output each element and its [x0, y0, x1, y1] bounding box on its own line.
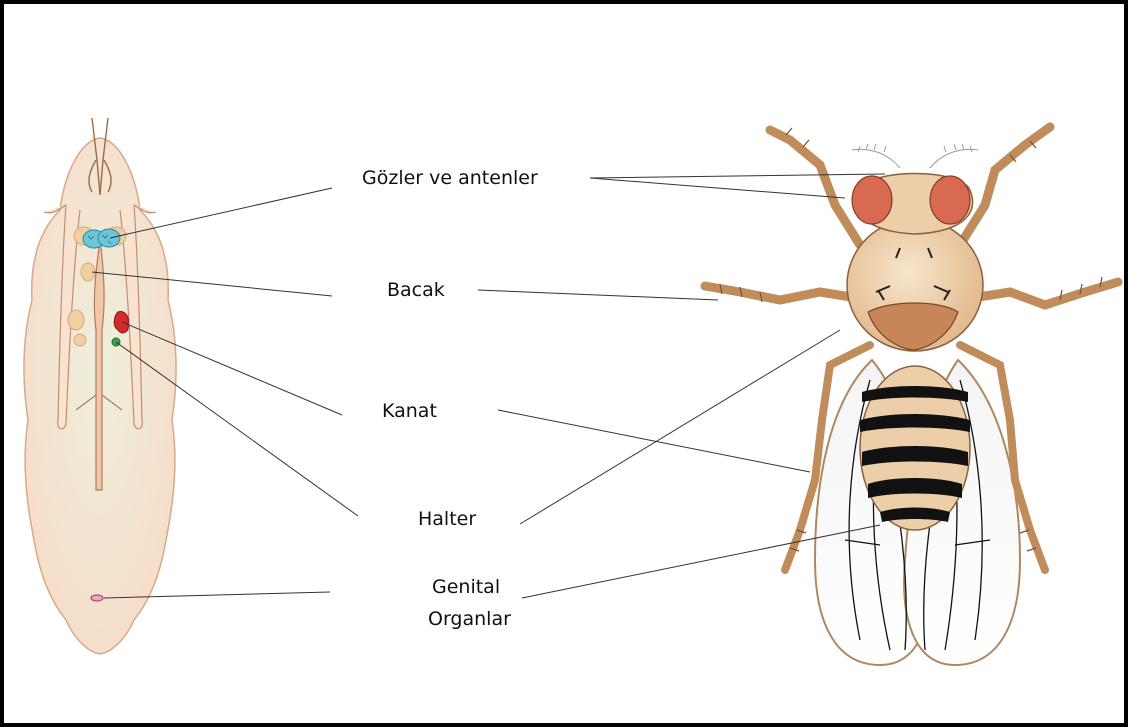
label-genital-line2: Organlar [428, 606, 511, 633]
adult-fly [705, 127, 1118, 665]
label-genital-line1: Genital [432, 574, 500, 601]
label-haltere: Halter [418, 506, 476, 533]
leader-eyes-fly-2 [590, 178, 845, 198]
genital-disc [91, 595, 103, 601]
leader-haltere-fly [520, 330, 840, 524]
leg-disc-2 [68, 310, 84, 330]
label-eyes-antennae: Gözler ve antenler [362, 165, 538, 192]
larva [24, 118, 176, 654]
fly-leg-front-right [960, 127, 1050, 245]
leader-wing-fly [498, 410, 810, 472]
fly-eye-right [930, 176, 970, 224]
leg-disc-3 [74, 334, 86, 346]
fly-leg-front-left [770, 130, 860, 245]
leader-leg-fly [478, 290, 718, 300]
fly-aristae [852, 144, 978, 168]
label-wing: Kanat [382, 398, 437, 425]
fly-eye-left [852, 176, 892, 224]
fly-leg-mid-left [705, 286, 870, 300]
leader-lines [92, 174, 885, 598]
leader-eyes-fly-1 [590, 174, 885, 178]
label-leg: Bacak [387, 277, 445, 304]
eye-antenna-disc [83, 229, 120, 248]
